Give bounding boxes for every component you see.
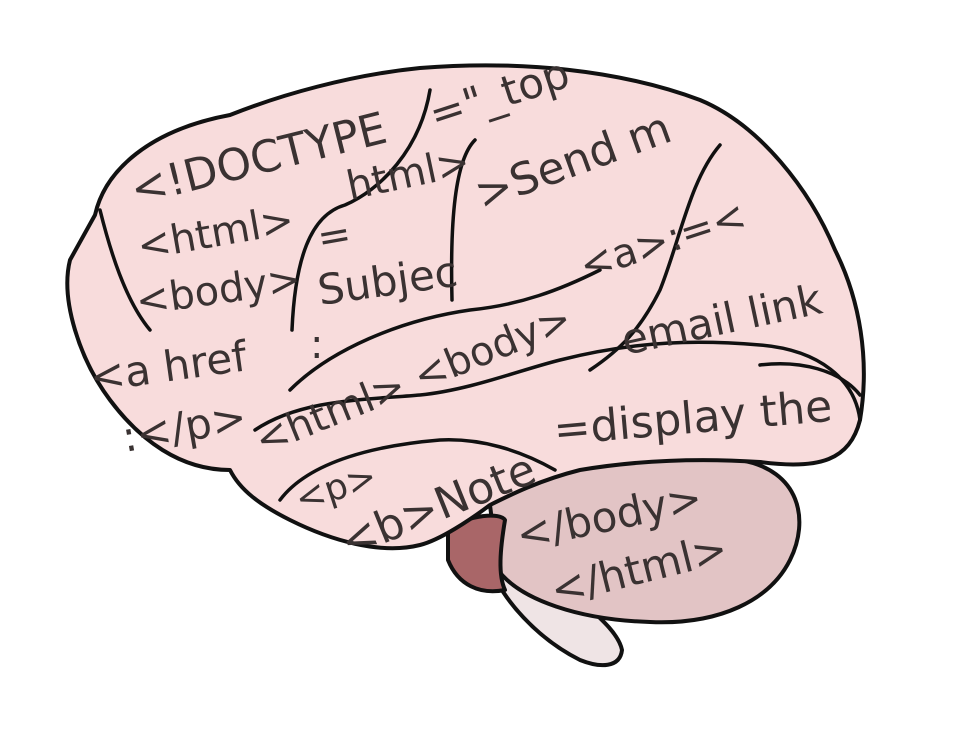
sulcus [290,88,432,332]
cerebrum [65,63,866,551]
snippet-colon: : [310,322,323,368]
sulcus [253,340,862,432]
sulcus [278,438,557,502]
sulcus [98,208,152,332]
sulcus [449,138,477,302]
snippet-equals: = [314,211,355,262]
pons [446,513,507,594]
sulcus [758,362,862,397]
sulcus [288,268,602,392]
